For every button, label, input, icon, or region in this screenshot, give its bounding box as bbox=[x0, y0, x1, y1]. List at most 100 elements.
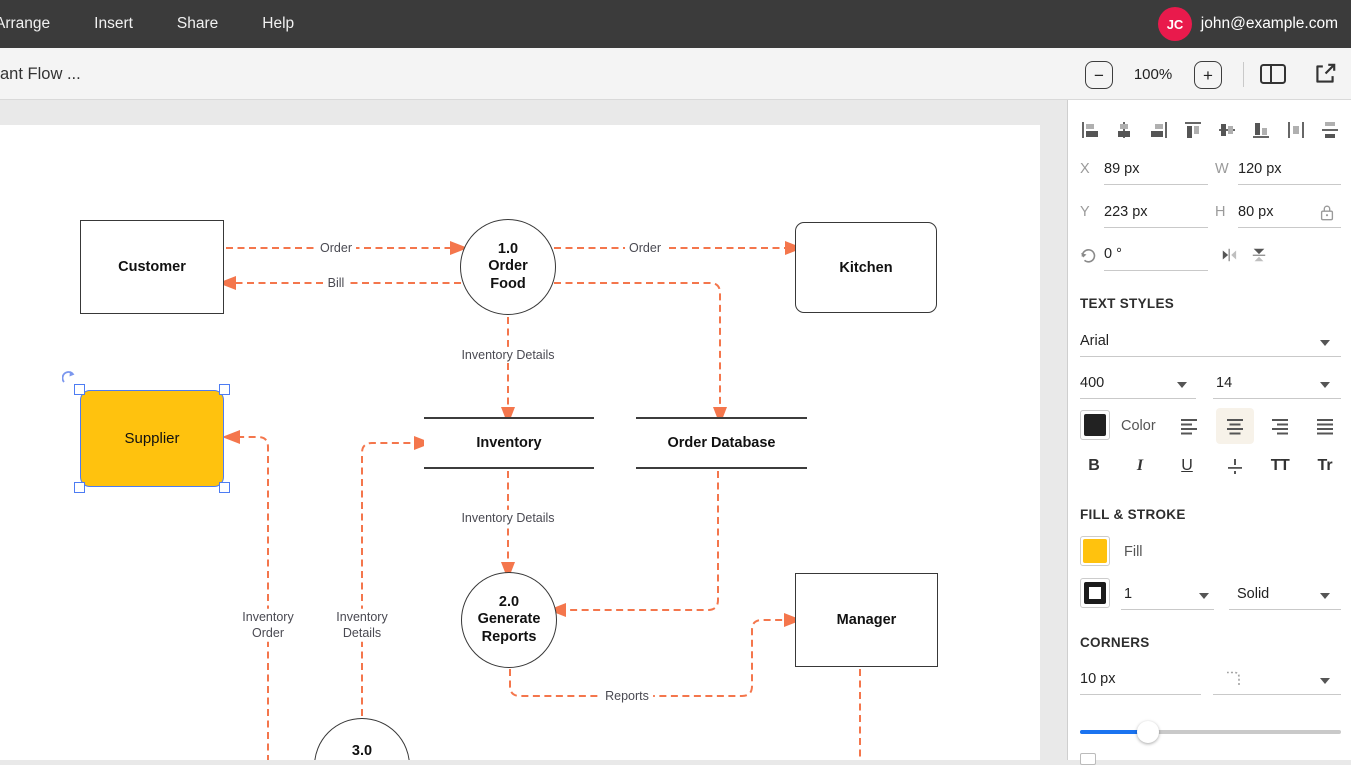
edge-label-inventory-details-1[interactable]: Inventory Details bbox=[457, 346, 559, 364]
align-top-icon[interactable] bbox=[1183, 120, 1203, 140]
zoom-out-button[interactable]: − bbox=[1085, 61, 1113, 89]
align-middle-vertical-icon[interactable] bbox=[1217, 120, 1237, 140]
edge-p3-to-inventory[interactable] bbox=[361, 436, 432, 716]
node-inventory[interactable]: Inventory bbox=[424, 417, 594, 469]
font-size-underline bbox=[1213, 398, 1341, 399]
y-label: Y bbox=[1080, 204, 1090, 220]
align-center-horizontal-icon[interactable] bbox=[1114, 120, 1134, 140]
edge-label-inventory-order[interactable]: Inventory Order bbox=[238, 608, 298, 642]
text-align-center-highlight bbox=[1216, 408, 1254, 444]
y-input-underline bbox=[1104, 227, 1208, 228]
menu-share[interactable]: Share bbox=[176, 15, 219, 32]
italic-button[interactable]: I bbox=[1136, 457, 1144, 474]
corner-style-caret-icon[interactable] bbox=[1320, 678, 1330, 684]
fill-label: Fill bbox=[1124, 544, 1143, 560]
vertical-align-icon[interactable] bbox=[1225, 456, 1245, 476]
x-input[interactable]: 89 px bbox=[1104, 161, 1140, 177]
panel-layout-icon[interactable] bbox=[1259, 63, 1287, 85]
selection-handle-ne[interactable] bbox=[219, 384, 230, 395]
edge-label-inventory-details-3[interactable]: Inventory Details bbox=[332, 608, 392, 642]
edge-label-order-2[interactable]: Order bbox=[625, 239, 665, 257]
edge-orderdb-to-p2[interactable] bbox=[548, 471, 719, 617]
edge-p1-to-orderdb[interactable] bbox=[554, 282, 727, 425]
edge-label-bill[interactable]: Bill bbox=[323, 274, 349, 292]
selection-handle-sw[interactable] bbox=[74, 482, 85, 493]
menu-help[interactable]: Help bbox=[262, 15, 295, 32]
menubar: Arrange Insert Share Help JC john@exampl… bbox=[0, 0, 1351, 48]
distribute-vertical-icon[interactable] bbox=[1320, 120, 1340, 140]
uppercase-button[interactable]: TT bbox=[1270, 457, 1290, 474]
edge-label-order-1[interactable]: Order bbox=[316, 239, 356, 257]
menu-insert[interactable]: Insert bbox=[94, 15, 133, 32]
font-weight-caret-icon[interactable] bbox=[1177, 382, 1187, 388]
align-bottom-icon[interactable] bbox=[1251, 120, 1271, 140]
corner-radius-slider[interactable] bbox=[1080, 721, 1341, 743]
capitalize-button[interactable]: Tr bbox=[1317, 457, 1333, 474]
flip-vertical-icon[interactable] bbox=[1250, 247, 1268, 263]
corner-slider-thumb[interactable] bbox=[1136, 721, 1159, 743]
font-size-select[interactable]: 14 bbox=[1216, 375, 1233, 391]
stroke-style-caret-icon[interactable] bbox=[1320, 593, 1330, 599]
corner-slider-fill bbox=[1080, 730, 1148, 734]
font-family-caret-icon[interactable] bbox=[1320, 340, 1330, 346]
edge-p3-to-supplier[interactable] bbox=[222, 430, 269, 760]
text-align-center-icon[interactable] bbox=[1225, 417, 1245, 435]
underline-button[interactable]: U bbox=[1181, 457, 1193, 474]
edge-p2-to-manager[interactable] bbox=[509, 613, 802, 697]
h-label: H bbox=[1215, 204, 1226, 220]
node-manager[interactable]: Manager bbox=[795, 573, 938, 667]
h-input[interactable]: 80 px bbox=[1238, 204, 1274, 220]
stroke-width-select[interactable]: 1 bbox=[1124, 586, 1133, 602]
node-process-1[interactable]: 1.0 Order Food bbox=[460, 219, 556, 315]
fill-swatch-color bbox=[1083, 539, 1107, 563]
export-share-icon[interactable] bbox=[1311, 61, 1339, 87]
rotation-underline bbox=[1104, 270, 1208, 271]
font-size-caret-icon[interactable] bbox=[1320, 382, 1330, 388]
zoom-level[interactable]: 100% bbox=[1133, 65, 1173, 83]
text-align-justify-icon[interactable] bbox=[1315, 417, 1335, 435]
corner-radius-input[interactable]: 10 px bbox=[1080, 671, 1116, 687]
font-family-select[interactable]: Arial bbox=[1080, 333, 1110, 349]
edge-label-inventory-details-2[interactable]: Inventory Details bbox=[457, 509, 559, 527]
node-supplier-selected[interactable]: Supplier bbox=[62, 371, 230, 493]
corner-style-icon[interactable] bbox=[1223, 668, 1243, 688]
fill-swatch[interactable] bbox=[1080, 536, 1110, 566]
align-left-icon[interactable] bbox=[1080, 120, 1100, 140]
connector-layer bbox=[218, 241, 861, 760]
rotation-icon bbox=[1081, 249, 1096, 263]
flip-horizontal-icon[interactable] bbox=[1220, 247, 1238, 263]
font-weight-select[interactable]: 400 bbox=[1080, 375, 1105, 391]
x-label: X bbox=[1080, 161, 1090, 177]
y-input[interactable]: 223 px bbox=[1104, 204, 1148, 220]
avatar[interactable]: JC bbox=[1158, 7, 1192, 41]
menu-items: Arrange Insert Share Help bbox=[0, 0, 294, 48]
node-order-database[interactable]: Order Database bbox=[636, 417, 807, 469]
document-title[interactable]: ant Flow ... bbox=[0, 64, 81, 83]
text-align-left-icon[interactable] bbox=[1179, 417, 1199, 435]
node-process-2[interactable]: 2.0 Generate Reports bbox=[461, 572, 557, 668]
bold-button[interactable]: B bbox=[1088, 457, 1100, 474]
node-supplier[interactable]: Supplier bbox=[80, 390, 224, 487]
w-input[interactable]: 120 px bbox=[1238, 161, 1282, 177]
lock-aspect-icon[interactable] bbox=[1318, 203, 1336, 222]
account-email[interactable]: john@example.com bbox=[1200, 15, 1338, 32]
rotate-handle-icon[interactable] bbox=[62, 370, 78, 385]
corner-style-underline bbox=[1213, 694, 1341, 695]
node-kitchen[interactable]: Kitchen bbox=[795, 222, 937, 313]
text-align-right-icon[interactable] bbox=[1270, 417, 1290, 435]
selection-handle-nw[interactable] bbox=[74, 384, 85, 395]
edge-label-reports[interactable]: Reports bbox=[601, 687, 653, 705]
stroke-style-select[interactable]: Solid bbox=[1237, 586, 1270, 602]
canvas-area[interactable]: Customer 1.0 Order Food Kitchen Supplier… bbox=[0, 100, 1067, 760]
rotation-input[interactable]: 0 ° bbox=[1104, 246, 1122, 262]
selection-handle-se[interactable] bbox=[219, 482, 230, 493]
align-right-icon[interactable] bbox=[1149, 120, 1169, 140]
zoom-in-button[interactable]: + bbox=[1194, 61, 1222, 89]
stroke-width-caret-icon[interactable] bbox=[1199, 593, 1209, 599]
distribute-horizontal-icon[interactable] bbox=[1286, 120, 1306, 140]
partial-checkbox[interactable] bbox=[1080, 753, 1096, 765]
stroke-swatch[interactable] bbox=[1080, 578, 1110, 608]
menu-arrange[interactable]: Arrange bbox=[0, 15, 51, 32]
text-color-swatch[interactable] bbox=[1080, 410, 1110, 440]
node-customer[interactable]: Customer bbox=[80, 220, 224, 314]
